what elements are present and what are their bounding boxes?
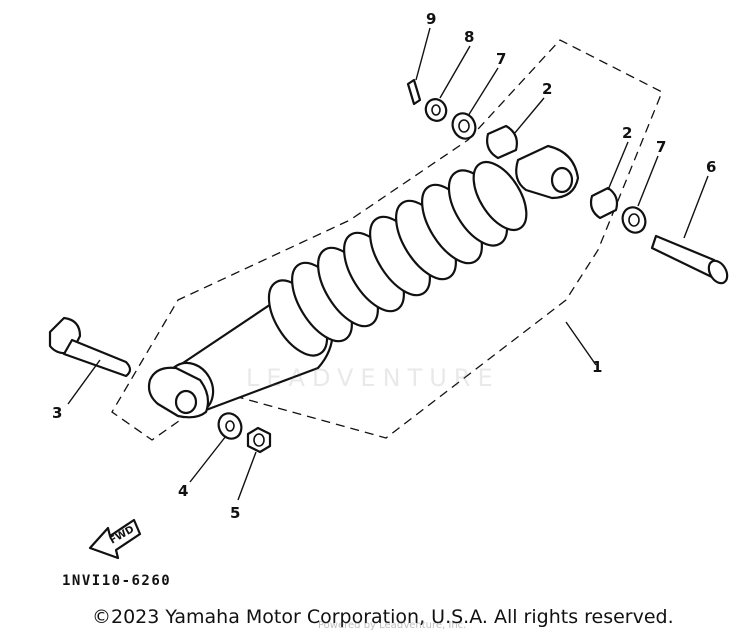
- callout-4: 4: [178, 482, 188, 500]
- leader-2a: [513, 97, 545, 135]
- washer-part-7-upper: [451, 112, 477, 140]
- callout-7-upper: 7: [496, 50, 506, 68]
- callout-6: 6: [706, 158, 716, 176]
- cotter-pin-part-9: [406, 78, 422, 106]
- callout-3: 3: [52, 404, 62, 422]
- callout-9: 9: [426, 10, 436, 28]
- collar-part-2-upper: [486, 124, 518, 160]
- leader-3: [67, 359, 101, 405]
- callout-2-right: 2: [622, 124, 632, 142]
- nut-part-5: [246, 426, 272, 454]
- bolt-part-3: [48, 316, 132, 378]
- shock-spring: [267, 160, 528, 357]
- assembly-outline: [111, 39, 663, 441]
- collar-part-2-right: [589, 186, 619, 220]
- drawing-code: 1NVI10-6260: [62, 573, 172, 589]
- leader-7b: [637, 155, 659, 207]
- leader-6: [683, 175, 709, 239]
- washer-part-8: [424, 98, 448, 122]
- leader-1: [565, 321, 597, 366]
- leader-8: [439, 45, 471, 99]
- callout-5: 5: [230, 504, 240, 522]
- callout-8: 8: [464, 28, 474, 46]
- pin-part-6: [650, 234, 729, 285]
- leader-5: [237, 451, 257, 501]
- copyright-notice: ©2023 Yamaha Motor Corporation, U.S.A. A…: [92, 606, 674, 628]
- washer-part-4: [217, 412, 243, 440]
- callout-1: 1: [592, 358, 602, 376]
- shock-absorber: [147, 144, 580, 419]
- leader-2b: [607, 141, 629, 191]
- washer-part-7-right: [621, 206, 647, 234]
- leader-7a: [467, 67, 499, 117]
- brand-watermark: LEADVENTURE: [246, 364, 500, 392]
- leader-4: [189, 435, 227, 483]
- callout-7-right: 7: [656, 138, 666, 156]
- powered-by-watermark: Powered by LeadVenture, Inc.: [318, 620, 467, 631]
- fwd-arrow-icon: FWD: [88, 518, 142, 560]
- leader-9: [415, 27, 431, 81]
- callout-2-upper: 2: [542, 80, 552, 98]
